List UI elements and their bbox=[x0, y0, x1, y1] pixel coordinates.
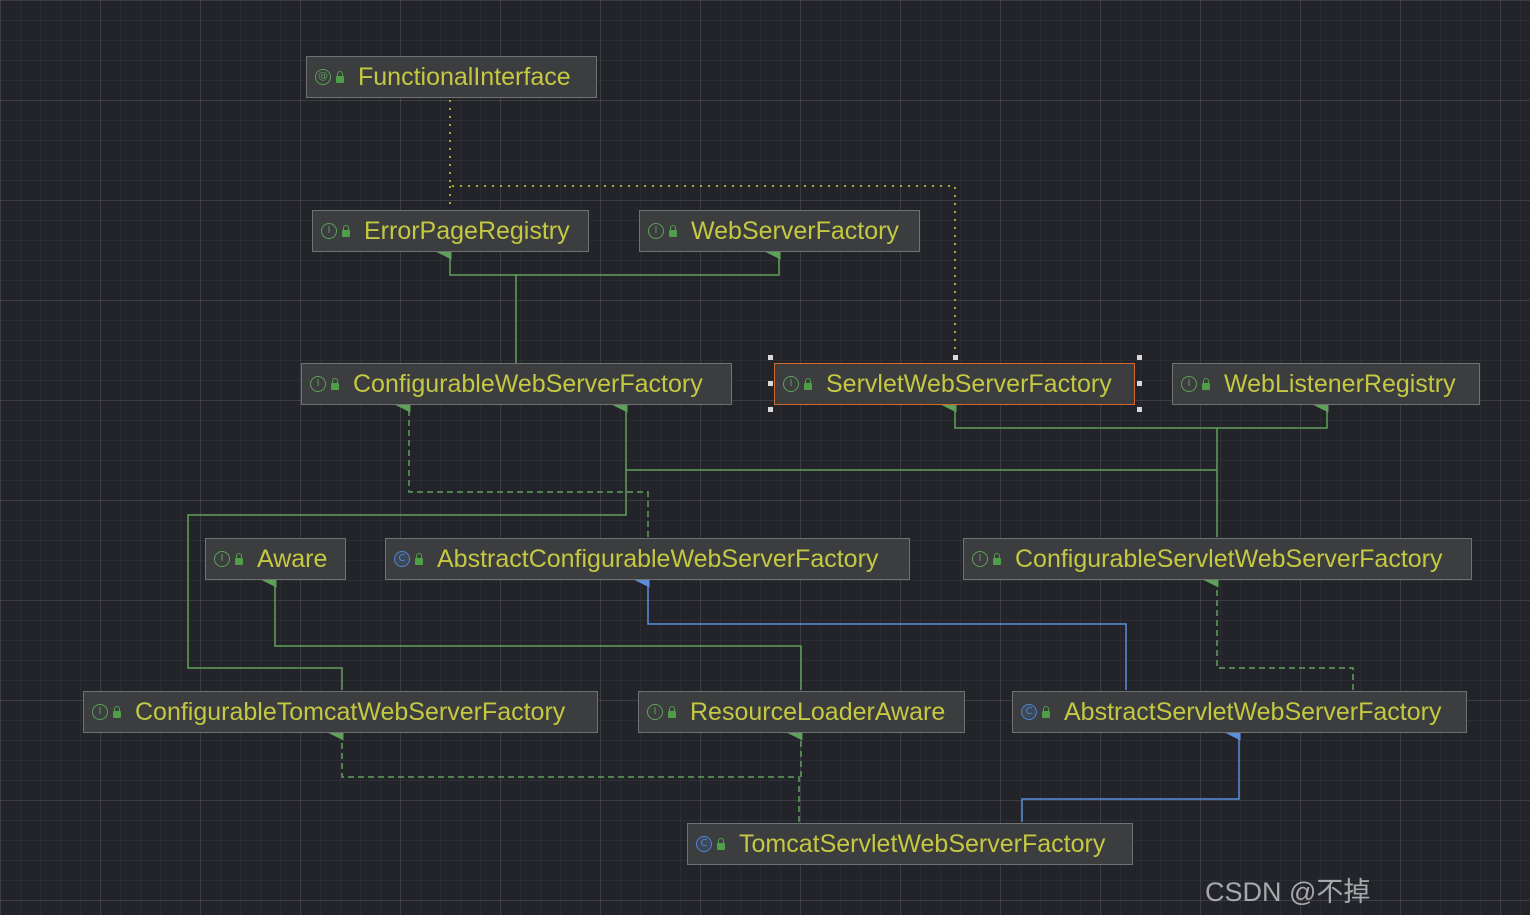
node-tomcat-servlet-web-server-factory[interactable]: C TomcatServletWebServerFactory bbox=[687, 823, 1133, 865]
edge-cswsf-to-cwsf bbox=[612, 397, 1217, 471]
interface-icon: I bbox=[310, 376, 326, 392]
selection-handle-top-right[interactable] bbox=[1137, 355, 1142, 360]
selection-handle-bottom-left[interactable] bbox=[768, 407, 773, 412]
lock-icon bbox=[331, 377, 339, 390]
edge-cwsf-to-error-page-registry bbox=[436, 244, 517, 363]
edge-cwsf-to-web-server-factory bbox=[516, 244, 781, 276]
node-web-server-factory[interactable]: I WebServerFactory bbox=[639, 210, 920, 252]
node-label: FunctionalInterface bbox=[358, 62, 571, 91]
watermark-text: CSDN @不掉 bbox=[1205, 877, 1371, 907]
node-label: WebListenerRegistry bbox=[1224, 369, 1456, 398]
lock-icon bbox=[993, 552, 1001, 565]
interface-icon: I bbox=[648, 223, 664, 239]
edge-cswsf-to-web-listener-registry bbox=[1217, 397, 1329, 429]
lock-icon bbox=[1202, 377, 1210, 390]
class-icon: C bbox=[696, 836, 712, 852]
edge-tswsf-to-ctwsf bbox=[328, 725, 800, 822]
node-abstract-configurable-web-server-factory[interactable]: C AbstractConfigurableWebServerFactory bbox=[385, 538, 910, 580]
lock-icon bbox=[235, 552, 243, 565]
selection-handle-top-left[interactable] bbox=[768, 355, 773, 360]
node-configurable-web-server-factory[interactable]: I ConfigurableWebServerFactory bbox=[301, 363, 732, 405]
node-label: AbstractServletWebServerFactory bbox=[1064, 697, 1442, 726]
edge-ctwsf-to-cwsf bbox=[187, 470, 627, 690]
node-servlet-web-server-factory[interactable]: I ServletWebServerFactory bbox=[774, 363, 1135, 405]
node-web-listener-registry[interactable]: I WebListenerRegistry bbox=[1172, 363, 1480, 405]
edge-tswsf-to-aswsf bbox=[1021, 725, 1241, 822]
abstract-class-icon: C bbox=[394, 551, 410, 567]
lock-icon bbox=[669, 224, 677, 237]
lock-icon bbox=[717, 837, 725, 850]
node-label: WebServerFactory bbox=[691, 216, 899, 245]
interface-icon: I bbox=[1181, 376, 1197, 392]
node-label: ConfigurableTomcatWebServerFactory bbox=[135, 697, 566, 726]
lock-icon bbox=[668, 705, 676, 718]
lock-icon bbox=[113, 705, 121, 718]
edge-cswsf-to-servlet-web-server-factory bbox=[941, 397, 1218, 537]
edge-annotation-servlet-to-functional-interface bbox=[449, 98, 956, 357]
interface-icon: I bbox=[647, 704, 663, 720]
edge-acwsf-to-cwsf bbox=[395, 397, 649, 537]
interface-icon: I bbox=[214, 551, 230, 567]
node-configurable-tomcat-web-server-factory[interactable]: I ConfigurableTomcatWebServerFactory bbox=[83, 691, 598, 733]
node-abstract-servlet-web-server-factory[interactable]: C AbstractServletWebServerFactory bbox=[1012, 691, 1467, 733]
lock-icon bbox=[804, 377, 812, 390]
node-label: TomcatServletWebServerFactory bbox=[739, 829, 1106, 858]
node-functional-interface[interactable]: @ FunctionalInterface bbox=[306, 56, 597, 98]
node-configurable-servlet-web-server-factory[interactable]: I ConfigurableServletWebServerFactory bbox=[963, 538, 1472, 580]
lock-icon bbox=[1042, 705, 1050, 718]
lock-icon bbox=[336, 70, 344, 83]
node-label: ErrorPageRegistry bbox=[364, 216, 570, 245]
selection-handle-bottom-right[interactable] bbox=[1137, 407, 1142, 412]
interface-icon: I bbox=[783, 376, 799, 392]
node-aware[interactable]: I Aware bbox=[205, 538, 346, 580]
edge-rla-to-aware bbox=[261, 572, 802, 690]
interface-icon: I bbox=[972, 551, 988, 567]
interface-icon: I bbox=[321, 223, 337, 239]
selection-handle-top-center[interactable] bbox=[953, 355, 958, 360]
annotation-icon: @ bbox=[315, 69, 331, 85]
selection-handle-middle-left[interactable] bbox=[768, 381, 773, 386]
selection-handle-middle-right[interactable] bbox=[1137, 381, 1142, 386]
abstract-class-icon: C bbox=[1021, 704, 1037, 720]
lock-icon bbox=[415, 552, 423, 565]
node-error-page-registry[interactable]: I ErrorPageRegistry bbox=[312, 210, 589, 252]
edge-aswsf-to-cswsf bbox=[1203, 572, 1354, 690]
node-label: ServletWebServerFactory bbox=[826, 369, 1112, 398]
node-label: ResourceLoaderAware bbox=[690, 697, 946, 726]
lock-icon bbox=[342, 224, 350, 237]
interface-icon: I bbox=[92, 704, 108, 720]
node-label: AbstractConfigurableWebServerFactory bbox=[437, 544, 879, 573]
node-label: Aware bbox=[257, 544, 328, 573]
node-resource-loader-aware[interactable]: I ResourceLoaderAware bbox=[638, 691, 965, 733]
node-label: ConfigurableServletWebServerFactory bbox=[1015, 544, 1443, 573]
node-label: ConfigurableWebServerFactory bbox=[353, 369, 703, 398]
edge-aswsf-to-acwsf bbox=[634, 572, 1127, 690]
